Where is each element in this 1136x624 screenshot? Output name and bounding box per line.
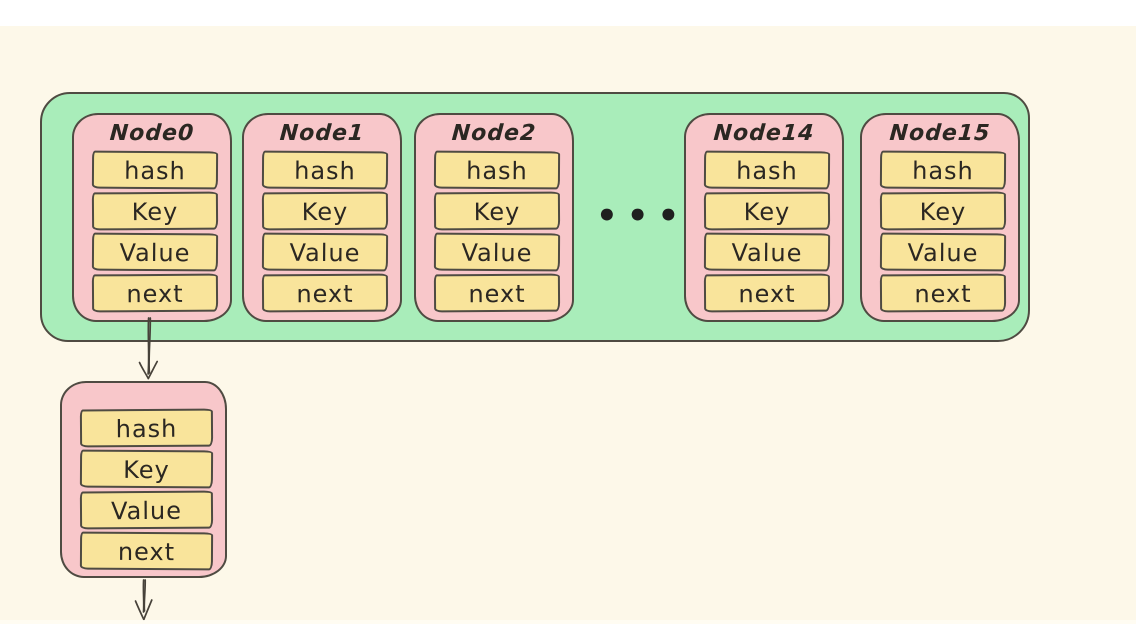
node-title: Node1 [278,121,366,146]
field-key: Key [879,191,1007,231]
field-value: Value [261,232,389,272]
field-value: Value [703,232,831,272]
field-value: Value [433,232,561,272]
field-next: next [433,273,561,313]
node-title: Node15 [888,121,992,146]
field-next: next [261,273,389,313]
field-value: Value [79,490,214,530]
field-key: Key [703,191,831,231]
bottom-white-strip [0,620,1136,624]
field-value: Value [91,232,219,272]
field-hash: hash [79,408,214,448]
field-key: Key [79,449,214,489]
field-key: Key [433,191,561,231]
field-hash: hash [433,150,561,190]
field-next: next [79,531,214,571]
arrow-chained-node-next [134,579,153,621]
field-value: Value [879,232,1007,272]
field-hash: hash [261,150,389,190]
field-key: Key [91,191,219,231]
node-title: Node0 [108,121,196,146]
node-title: Node14 [712,121,816,146]
field-next: next [703,273,831,313]
field-key: Key [261,191,389,231]
field-hash: hash [703,150,831,190]
top-white-strip [0,0,1136,26]
field-hash: hash [91,150,219,190]
field-hash: hash [879,150,1007,190]
ellipsis-dots: ••• [596,196,689,236]
node-title: Node2 [450,121,538,146]
field-next: next [91,273,219,313]
field-next: next [879,273,1007,313]
